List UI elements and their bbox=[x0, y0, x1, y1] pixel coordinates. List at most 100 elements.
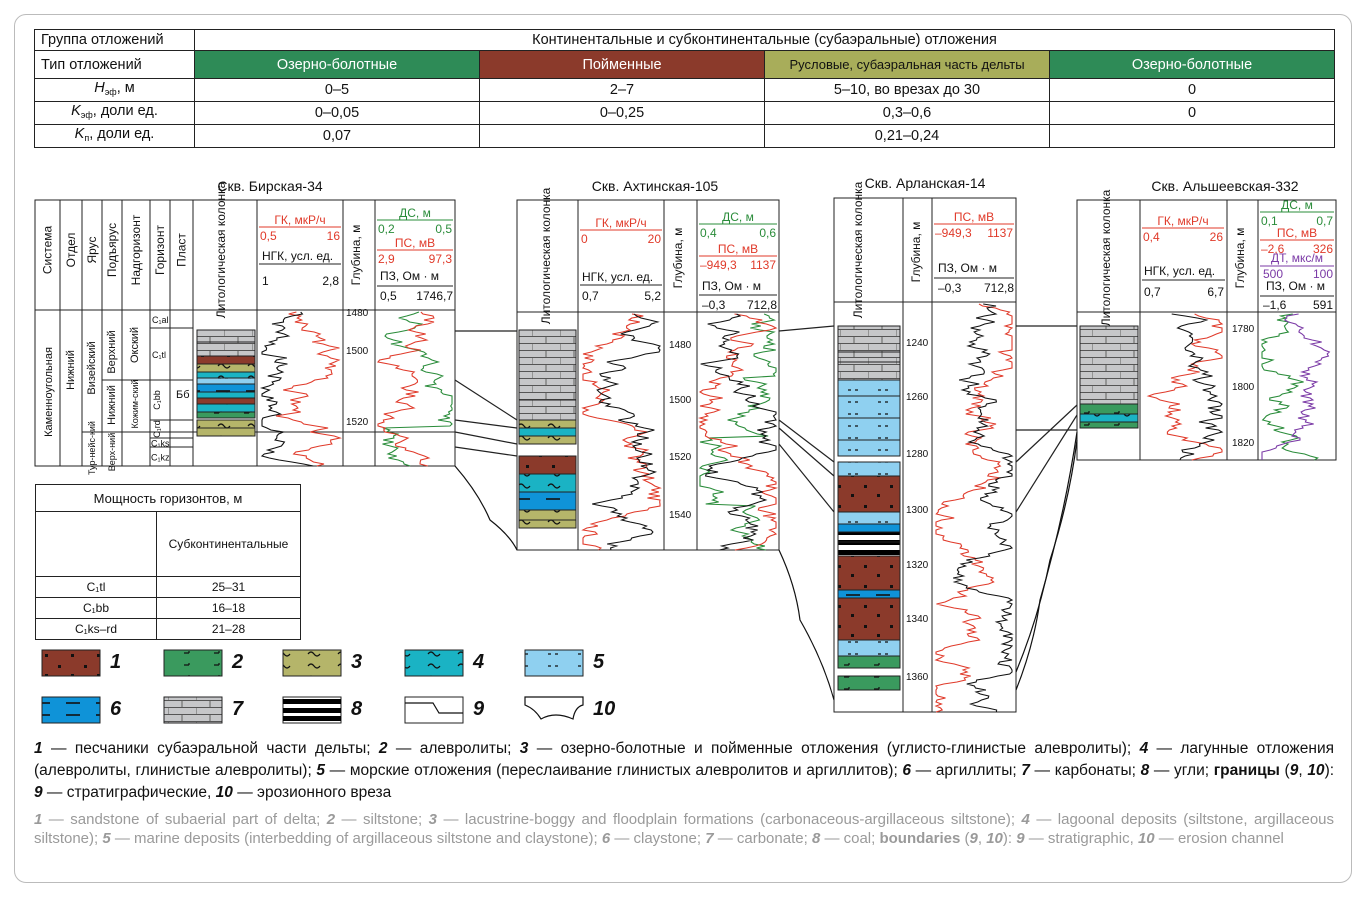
caption-english: 1 — sandstone of subaerial part of delta… bbox=[34, 811, 1335, 847]
legend-ref: 8 bbox=[1140, 762, 1150, 779]
horizon-cell: C₁tl bbox=[35, 576, 157, 598]
legend-ref: 1 bbox=[34, 811, 43, 828]
cell bbox=[35, 511, 157, 577]
legend-ref: 5 bbox=[316, 762, 326, 779]
value-cell: 16–18 bbox=[156, 597, 301, 619]
legend-number: 3 bbox=[351, 651, 363, 673]
symbol: H bbox=[94, 80, 105, 96]
legend-ref: 9 bbox=[1289, 762, 1299, 779]
type-cell: Озерно-болотные bbox=[1049, 50, 1335, 79]
deposits-table: Группа отложений Континентальные и субко… bbox=[34, 29, 1335, 148]
legend-number: 5 bbox=[593, 651, 605, 673]
caption-text: — стратиграфические, bbox=[42, 784, 216, 801]
legend-ref: 9 bbox=[969, 830, 978, 847]
symbol-sub: п bbox=[84, 133, 90, 143]
legend-number: 4 bbox=[473, 651, 485, 673]
caption-bold: границы bbox=[1213, 762, 1280, 779]
thickness-col-header: Субконтинентальные bbox=[156, 511, 301, 577]
table-row: Kэф, доли ед. 0–0,05 0–0,25 0,3–0,6 0 bbox=[34, 101, 1335, 125]
caption-text: — лагунные отложения (алевролиты, глинис… bbox=[34, 740, 1334, 779]
well-title-1: Скв. Бирская-34 bbox=[217, 178, 323, 194]
cell: 5–10, во врезах до 30 bbox=[764, 78, 1050, 102]
legend-ref: 10 bbox=[1137, 830, 1155, 847]
legend-ref: 5 bbox=[102, 830, 111, 847]
legend-number: 6 bbox=[110, 698, 122, 720]
legend-ref: 8 bbox=[811, 830, 821, 847]
table-row: Группа отложений Континентальные и субко… bbox=[34, 29, 1335, 51]
row-label: Hэф, м bbox=[34, 78, 195, 102]
caption-text: — lagoonal deposits (siltstone, argillac… bbox=[34, 811, 1335, 847]
caption-text: — морские отложения (переслаивание глини… bbox=[325, 762, 903, 779]
cell: 0,21–0,24 bbox=[764, 124, 1050, 148]
caption-text: — coal; bbox=[820, 830, 880, 847]
legend-ref: 2 bbox=[378, 740, 388, 757]
legend-number: 8 bbox=[351, 698, 363, 720]
row-label: Тип отложений bbox=[34, 50, 195, 79]
value-cell: 25–31 bbox=[156, 576, 301, 598]
table-row: Тип отложений Озерно-болотные Пойменные … bbox=[34, 50, 1335, 79]
legend-ref: 1 bbox=[34, 740, 43, 757]
table-row: Субконтинентальные bbox=[35, 511, 301, 577]
legend-ref: 2 bbox=[326, 811, 336, 828]
caption-text: — stratigraphic, bbox=[1024, 830, 1138, 847]
legend-number: 7 bbox=[232, 698, 244, 720]
unit: , доли ед. bbox=[92, 103, 158, 119]
cell: 0–0,05 bbox=[194, 101, 480, 125]
horizon-cell: C₁bb bbox=[35, 597, 157, 619]
thickness-title: Мощность горизонтов, м bbox=[35, 484, 301, 512]
table-row: Hэф, м 0–5 2–7 5–10, во врезах до 30 0 bbox=[34, 78, 1335, 102]
caption-text: — озерно-болотные и пойменные отложения … bbox=[528, 740, 1140, 757]
well-title-4: Скв. Альшеевская-332 bbox=[1151, 178, 1299, 194]
well-title-2: Скв. Ахтинская-105 bbox=[591, 178, 719, 194]
row-label: Группа отложений bbox=[34, 29, 195, 51]
legend-ref: 4 bbox=[1021, 811, 1030, 828]
legend-ref: 7 bbox=[1021, 762, 1030, 779]
legend-number: 10 bbox=[593, 698, 616, 720]
table-row: Kп, доли ед. 0,07 0,21–0,24 bbox=[34, 124, 1335, 148]
caption-text: — алевролиты; bbox=[387, 740, 520, 757]
caption-text: — carbonate; bbox=[713, 830, 812, 847]
group-value: Континентальные и субконтинентальные (су… bbox=[194, 29, 1335, 51]
cell: 0 bbox=[1049, 101, 1335, 125]
caption-text: — аргиллиты; bbox=[911, 762, 1022, 779]
legend-ref: 9 bbox=[34, 784, 43, 801]
horizon-cell: C₁ks–rd bbox=[35, 618, 157, 640]
caption-text: — erosion channel bbox=[1154, 830, 1284, 847]
value-cell: 21–28 bbox=[156, 618, 301, 640]
symbol: K bbox=[71, 103, 81, 119]
cell: 0,07 bbox=[194, 124, 480, 148]
type-label: Русловые, субаэральная часть дельты bbox=[789, 57, 1025, 72]
cell: 2–7 bbox=[479, 78, 765, 102]
legend-number: 9 bbox=[473, 698, 485, 720]
symbol-sub: эф bbox=[104, 87, 117, 97]
legend-ref: 10 bbox=[1307, 762, 1325, 779]
caption-text: — карбонаты; bbox=[1029, 762, 1141, 779]
caption-bold: boundaries bbox=[879, 830, 961, 847]
row-label: Kэф, доли ед. bbox=[34, 101, 195, 125]
legend-ref: 3 bbox=[519, 740, 529, 757]
symbol: K bbox=[74, 126, 85, 142]
caption-text: — claystone; bbox=[610, 830, 706, 847]
cell: 0–5 bbox=[194, 78, 480, 102]
row-label: Kп, доли ед. bbox=[34, 124, 195, 148]
caption-russian: 1 — песчаники субаэральной части дельты;… bbox=[34, 740, 1335, 801]
cell: 0,3–0,6 bbox=[764, 101, 1050, 125]
caption-text: — sandstone of subaerial part of delta; bbox=[42, 811, 327, 828]
caption-text: — эрозионного вреза bbox=[232, 784, 392, 801]
caption-text: — marine deposits (interbedding of argil… bbox=[110, 830, 602, 847]
legend-ref: 7 bbox=[705, 830, 714, 847]
cell: 0 bbox=[1049, 78, 1335, 102]
caption-text: — lacustrine-boggy and floodplain format… bbox=[437, 811, 1022, 828]
well-title-3: Скв. Арланская-14 bbox=[864, 175, 986, 191]
type-cell: Русловые, субаэральная часть дельты bbox=[764, 50, 1050, 79]
unit: , доли ед. bbox=[89, 126, 155, 142]
cell bbox=[479, 124, 765, 148]
legend-number: 2 bbox=[232, 651, 244, 673]
legend-ref: 3 bbox=[428, 811, 437, 828]
cell bbox=[1049, 124, 1335, 148]
unit: , м bbox=[116, 80, 135, 96]
caption-text: — siltstone; bbox=[335, 811, 429, 828]
